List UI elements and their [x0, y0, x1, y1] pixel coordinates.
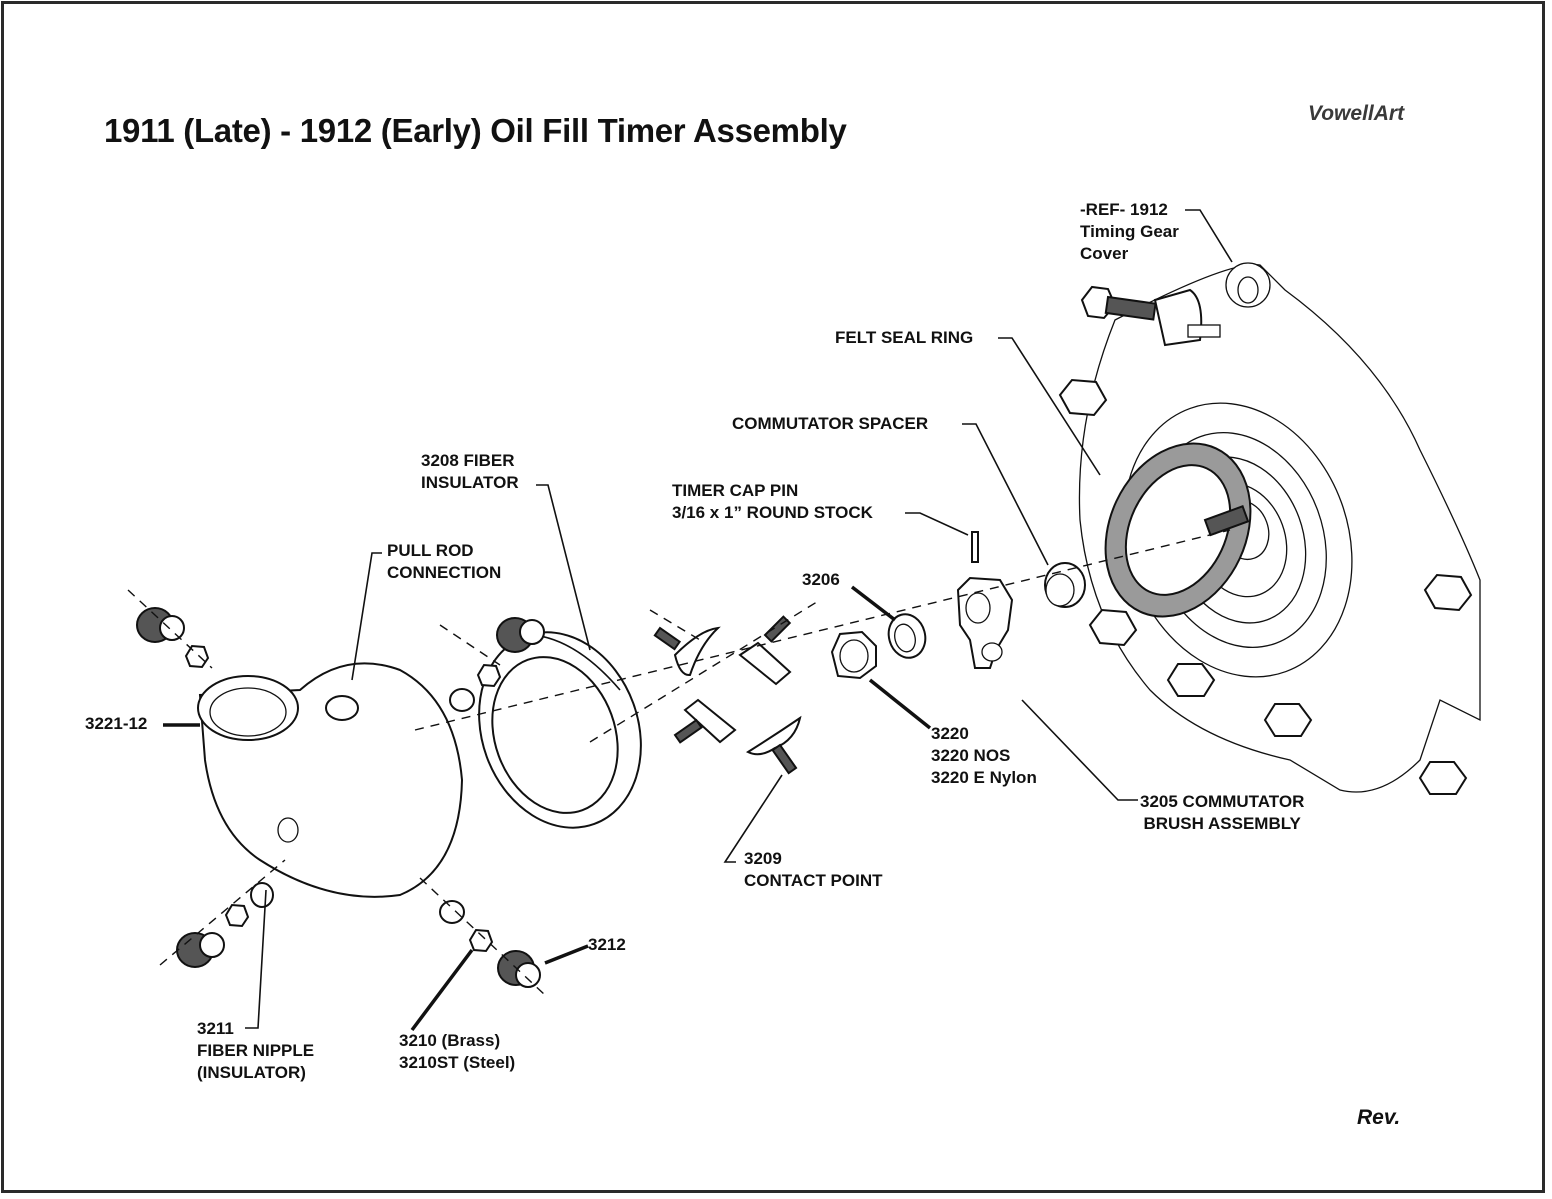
leader-lines [163, 209, 1233, 1032]
contact-points-3209 [653, 615, 802, 775]
callout-line: 3211 [197, 1019, 234, 1038]
callout-pull-rod-connection: PULL ROD CONNECTION [387, 540, 501, 584]
callout-line: -REF- 1912 [1080, 200, 1168, 219]
callout-fiber-insulator: 3208 FIBER INSULATOR [421, 450, 519, 494]
callout-line: 3220 E Nylon [931, 768, 1037, 787]
callout-line: 3209 [744, 849, 782, 868]
callout-timer-cap-pin: TIMER CAP PIN 3/16 x 1” ROUND STOCK [672, 480, 873, 524]
callout-terminal-3212: 3212 [588, 934, 626, 956]
callout-line: 3220 NOS [931, 746, 1011, 765]
callout-line: 3206 [802, 570, 840, 589]
callout-line: TIMER CAP PIN [672, 481, 799, 500]
callout-brush-assembly: 3205 COMMUTATOR BRUSH ASSEMBLY [1140, 791, 1304, 835]
callout-line: FELT SEAL RING [835, 328, 974, 347]
commutator-spacer [1044, 562, 1086, 608]
callout-line: 3/16 x 1” ROUND STOCK [672, 503, 873, 522]
callout-line: Timing Gear [1080, 222, 1179, 241]
callout-line: 3212 [588, 935, 626, 954]
callout-line: 3221-12 [85, 714, 148, 733]
callout-nut-3210: 3210 (Brass) 3210ST (Steel) [399, 1030, 515, 1074]
callout-washer-3206: 3206 [802, 569, 840, 591]
callout-line: 3220 [931, 724, 969, 743]
washer-3206 [887, 613, 927, 659]
callout-line: 3208 FIBER [421, 451, 515, 470]
callout-line: Cover [1080, 244, 1129, 263]
nut-3220 [830, 630, 877, 680]
callout-line: INSULATOR [421, 473, 519, 492]
callout-line: CONNECTION [387, 563, 502, 582]
cover-hex-bolts [1058, 378, 1473, 795]
commutator-brush-assembly [956, 576, 1014, 669]
callout-timer-case: 3221-12 [85, 713, 147, 735]
revision-label: Rev. [1357, 1106, 1401, 1129]
callout-line: BRUSH ASSEMBLY [1143, 814, 1301, 833]
page-title: 1911 (Late) - 1912 (Early) Oil Fill Time… [104, 112, 847, 149]
callout-felt-seal-ring: FELT SEAL RING [835, 327, 973, 349]
callout-line: COMMUTATOR SPACER [732, 414, 929, 433]
callout-ref-timing-gear-cover: -REF- 1912 Timing Gear Cover [1080, 199, 1179, 265]
callout-nut-3220: 3220 3220 NOS 3220 E Nylon [931, 723, 1037, 789]
callout-line: 3205 COMMUTATOR [1140, 792, 1305, 811]
callout-commutator-spacer: COMMUTATOR SPACER [732, 413, 928, 435]
center-lines [127, 529, 1231, 996]
callout-line: 3210ST (Steel) [399, 1053, 516, 1072]
callout-fiber-nipple: 3211 FIBER NIPPLE (INSULATOR) [197, 1018, 314, 1084]
felt-seal-ring [1104, 442, 1252, 618]
cover-bolt [1080, 285, 1221, 347]
callout-contact-point: 3209 CONTACT POINT [744, 848, 883, 892]
callout-line: FIBER NIPPLE [197, 1041, 315, 1060]
timer-case-3221-12 [197, 662, 464, 898]
terminal-caps [136, 607, 545, 988]
callout-line: 3210 (Brass) [399, 1031, 501, 1050]
callout-line: (INSULATOR) [197, 1063, 306, 1082]
fiber-insulator-3208 [478, 631, 642, 829]
brand-signature: VowellArt [1308, 102, 1405, 125]
callout-line: PULL ROD [387, 541, 474, 560]
callout-line: CONTACT POINT [744, 871, 883, 890]
timer-cap-pin [971, 531, 979, 563]
